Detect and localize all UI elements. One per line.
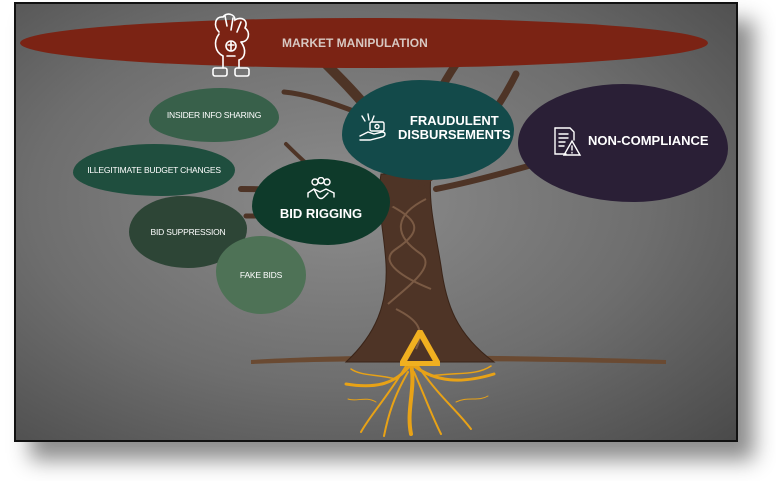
fake-bids-leaf: FAKE BIDS	[216, 236, 306, 314]
mind-puzzle-icon	[205, 12, 261, 82]
market-manipulation-branch: MARKET MANIPULATION	[20, 13, 708, 77]
fake-bids-label: FAKE BIDS	[239, 270, 283, 280]
illegitimate-budget-changes-label: ILLEGITIMATE BUDGET CHANGES	[87, 165, 221, 175]
bid-suppression-label: BID SUPPRESSION	[150, 227, 226, 237]
fraudulent-disbursements-leaf: FRAUDULENT DISBURSEMENTS	[342, 80, 514, 180]
trunk-twist	[387, 198, 432, 350]
handshake-icon	[306, 177, 336, 203]
insider-info-sharing-leaf: INSIDER INFO SHARING	[149, 88, 279, 142]
roots	[344, 362, 496, 437]
insider-info-sharing-label: INSIDER INFO SHARING	[166, 110, 262, 120]
disbursements-label: DISBURSEMENTS	[398, 127, 511, 142]
diagram-canvas: MARKET MANIPULATION INSIDER INFO SHARING…	[14, 2, 738, 442]
document-warning-icon	[552, 126, 582, 158]
market-manipulation-label: MARKET MANIPULATION	[282, 36, 428, 50]
non-compliance-label: NON-COMPLIANCE	[588, 133, 709, 148]
fraudulent-label: FRAUDULENT	[409, 113, 499, 128]
bid-rigging-leaf: BID RIGGING	[252, 159, 390, 245]
triangle-logo-icon	[400, 330, 440, 366]
non-compliance-leaf: NON-COMPLIANCE	[518, 84, 728, 202]
bid-rigging-label: BID RIGGING	[279, 206, 363, 221]
illegitimate-budget-changes-leaf: ILLEGITIMATE BUDGET CHANGES	[73, 144, 235, 196]
money-hand-icon	[358, 112, 390, 142]
